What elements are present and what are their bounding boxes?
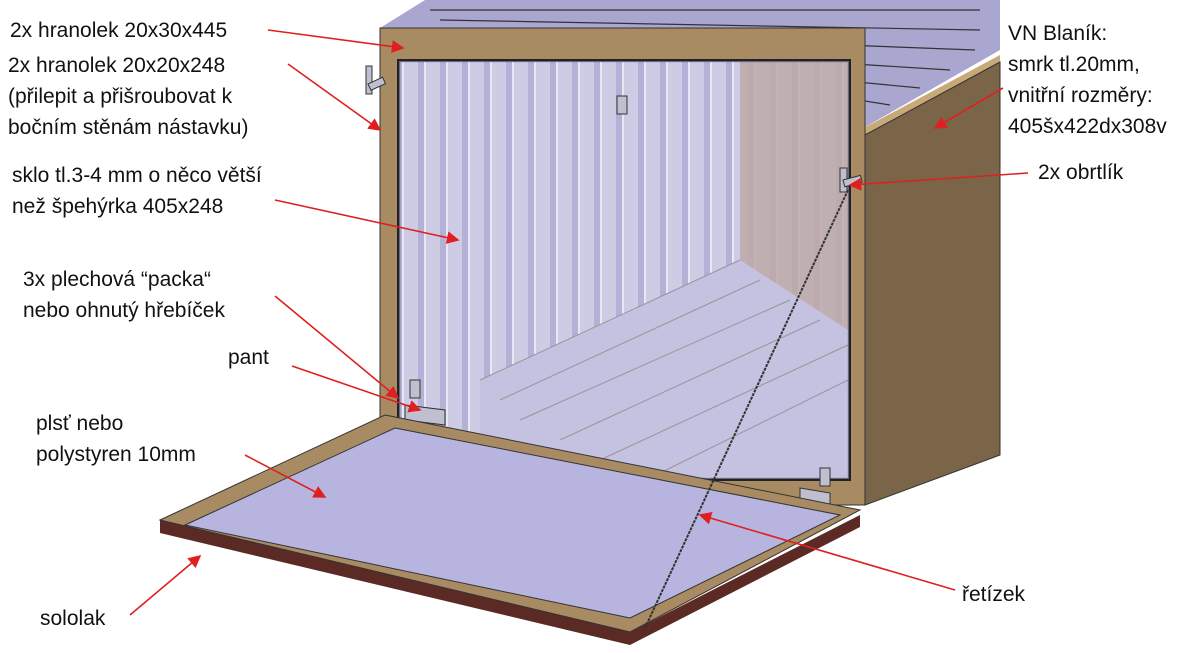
annotation-arrows xyxy=(129,29,1029,616)
label-frame-sides-2: (přilepit a přišroubovat k xyxy=(8,85,233,108)
label-insulation-1: plsť nebo xyxy=(36,412,124,435)
hive-side-wall xyxy=(864,61,1001,506)
latch-left-icon xyxy=(365,65,373,95)
glass-pane xyxy=(399,61,849,479)
label-hinge: pant xyxy=(228,346,269,369)
label-frame-top-bottom: 2x hranolek 20x30x445 xyxy=(10,19,228,42)
label-hive-4: 405šx422dx308v xyxy=(1008,115,1167,138)
label-frame-sides-1: 2x hranolek 20x20x248 xyxy=(8,54,226,77)
tab-bottom-left-icon xyxy=(409,379,421,399)
label-glass-2: než špehýrka 405x248 xyxy=(12,195,224,218)
label-chain: řetízek xyxy=(962,583,1026,606)
label-insulation-2: polystyren 10mm xyxy=(36,443,196,466)
tab-top-icon xyxy=(616,95,628,115)
open-door xyxy=(158,414,862,645)
label-frame-sides-3: bočním stěnám nástavku) xyxy=(8,116,249,139)
label-hardboard: sololak xyxy=(40,607,106,630)
label-hive-1: VN Blaník: xyxy=(1008,22,1108,45)
label-hive-2: smrk tl.20mm, xyxy=(1008,53,1140,76)
chain xyxy=(644,189,849,629)
label-glass-1: sklo tl.3-4 mm o něco větší xyxy=(12,164,262,187)
label-hive-3: vnitřní rozměry: xyxy=(1008,84,1153,107)
label-latches: 2x obrtlík xyxy=(1038,161,1124,184)
tab-bottom-right-icon xyxy=(819,467,831,487)
label-tabs-1: 3x plechová “packa“ xyxy=(23,268,211,291)
label-tabs-2: nebo ohnutý hřebíček xyxy=(23,299,225,322)
